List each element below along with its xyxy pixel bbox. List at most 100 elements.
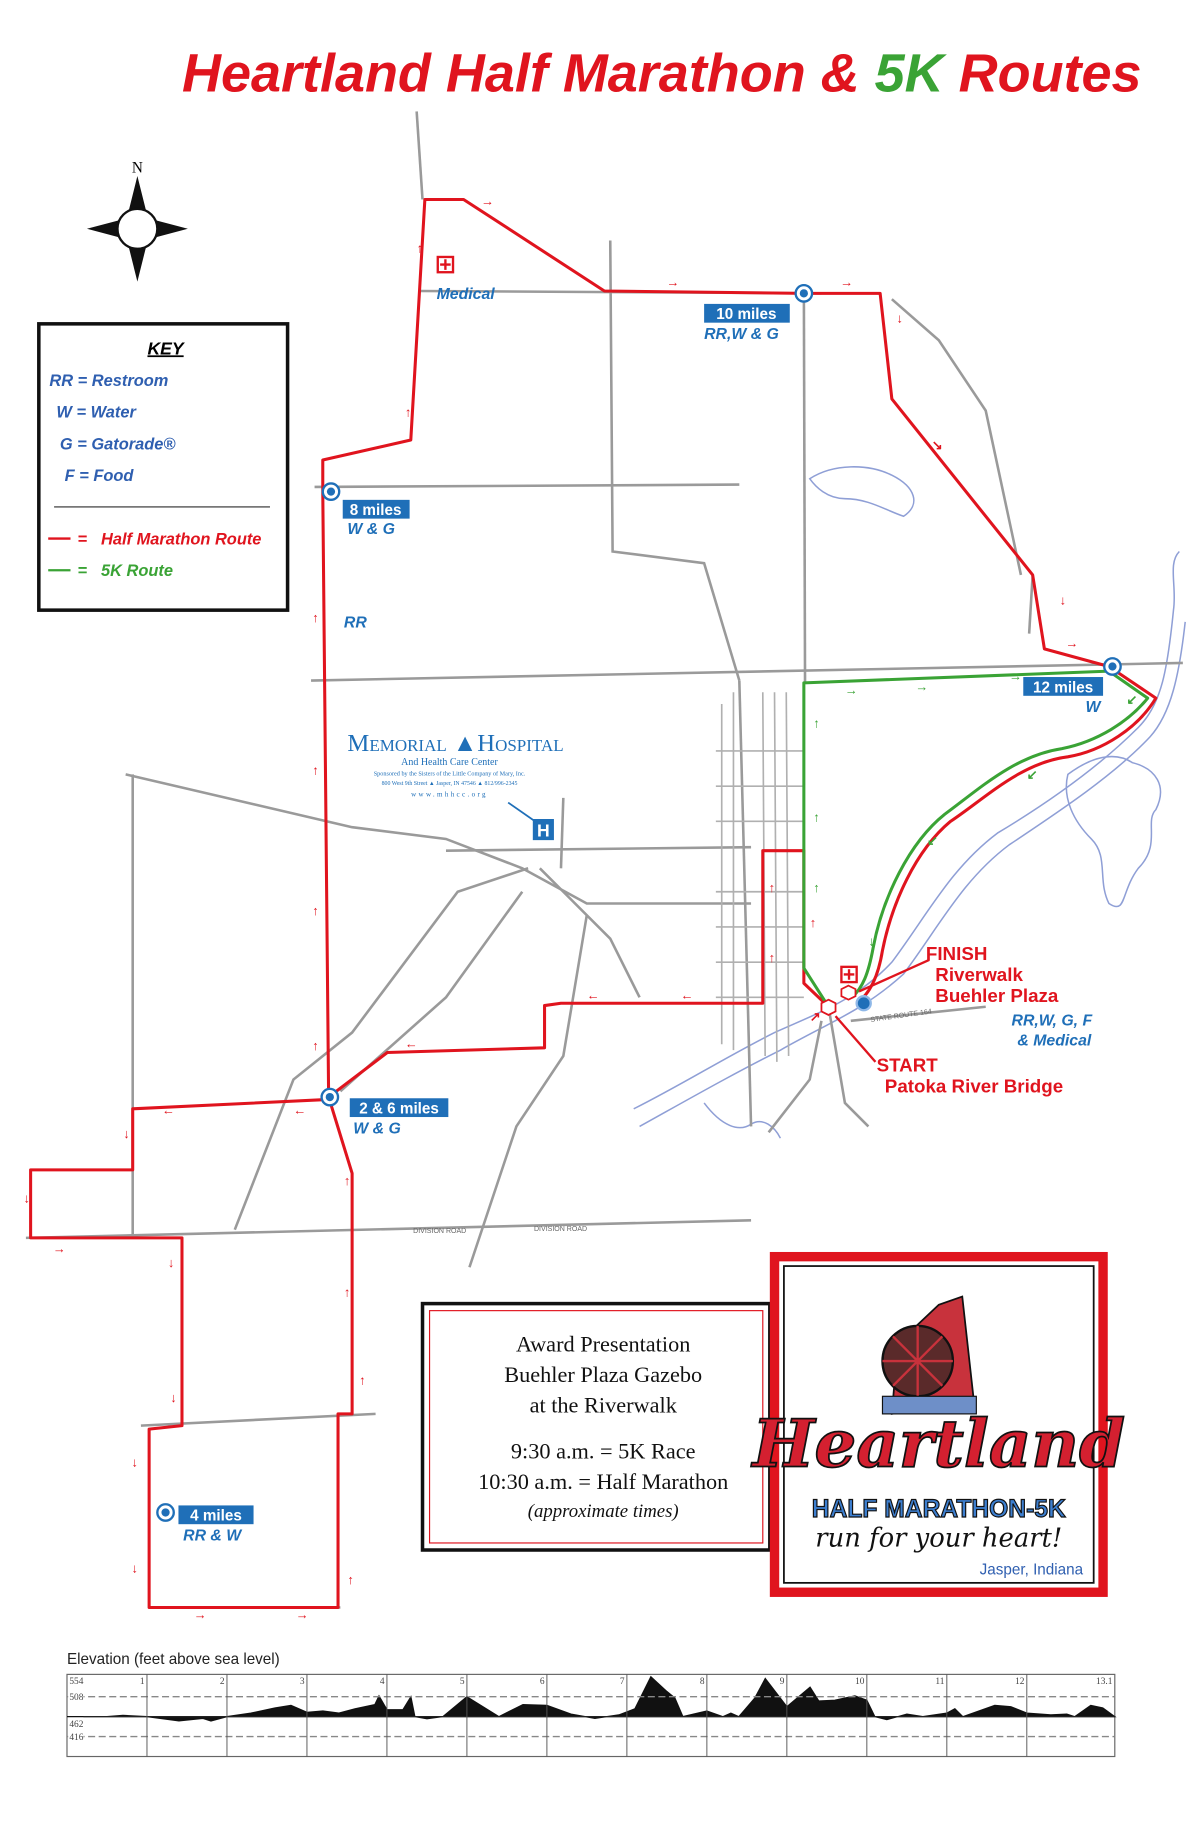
direction-arrow: ↑ (344, 1285, 350, 1300)
direction-arrow: → (53, 1241, 66, 1256)
award-presentation-box: Award Presentation Buehler Plaza Gazebo … (420, 1301, 772, 1552)
mile-tick-label: 9 (780, 1677, 785, 1687)
mile-marker-12: 12 miles W (1023, 657, 1122, 716)
svg-text:F = Food: F = Food (65, 467, 135, 485)
5k-direction-arrow: ↑ (813, 809, 819, 824)
svg-text:8 miles: 8 miles (350, 502, 402, 519)
5k-direction-arrow: ↙ (1127, 692, 1138, 707)
svg-text:at the Riverwalk: at the Riverwalk (530, 1393, 678, 1418)
direction-arrow: ↑ (312, 610, 318, 625)
route-direction-arrows: ↑↑→→→↓↘↓→↑↑↑↑↑↑↑↑→→↓↓↓↓→↓↓←←←←←↑↑↑↗↑↑↑→→… (24, 193, 1138, 1622)
svg-text:Buehler Plaza: Buehler Plaza (935, 985, 1059, 1006)
elevation-profile: Elevation (feet above sea level) 5545084… (66, 1651, 1117, 1758)
svg-text:=: = (78, 562, 88, 580)
direction-arrow: ↘ (932, 437, 943, 452)
svg-text:W: W (1085, 699, 1102, 716)
direction-arrow: → (667, 274, 680, 289)
key-item-restroom: RR = Restroom (49, 372, 168, 390)
svg-text:(approximate times): (approximate times) (528, 1501, 679, 1522)
direction-arrow: ↓ (132, 1455, 138, 1470)
direction-arrow: ↑ (312, 1038, 318, 1053)
svg-text:Buehler Plaza Gazebo: Buehler Plaza Gazebo (504, 1362, 702, 1387)
restroom-label: RR (344, 615, 367, 632)
half-marathon-route (29, 197, 1158, 1610)
direction-arrow: ↑ (810, 915, 816, 930)
key-route-5k: 5K Route (101, 562, 173, 580)
svg-text:800 West 9th Street ▲ Jasper,: 800 West 9th Street ▲ Jasper, IN 47546 ▲… (382, 781, 518, 787)
svg-text:W & G: W & G (347, 521, 394, 538)
mile-tick-label: 7 (620, 1677, 625, 1687)
svg-text:Patoka River Bridge: Patoka River Bridge (885, 1075, 1063, 1096)
svg-text:10:30 a.m. = Half Marathon: 10:30 a.m. = Half Marathon (478, 1469, 728, 1494)
svg-text:RR,W, G, F: RR,W, G, F (1012, 1013, 1094, 1030)
5k-direction-arrow: ↙ (927, 833, 938, 848)
svg-text:RR,W & G: RR,W & G (704, 326, 779, 343)
aid-station-icon (161, 1508, 170, 1517)
elevation-y-tick-bg (68, 1718, 84, 1729)
5k-direction-arrow: ↙ (1027, 767, 1038, 782)
direction-arrow: → (481, 193, 494, 208)
key-item-water: W = Water (56, 404, 137, 422)
5k-direction-arrow: ↑ (813, 715, 819, 730)
mile-tick-label: 2 (220, 1677, 225, 1687)
direction-arrow: ↓ (132, 1560, 138, 1575)
aid-station-icon (855, 995, 872, 1012)
direction-arrow: ← (587, 988, 600, 1003)
mile-tick-label: 13.1 (1096, 1677, 1113, 1687)
mile-marker-2-and-6: 2 & 6 miles W & G (320, 1087, 449, 1137)
key-item-food: F = Food (65, 467, 135, 485)
5k-direction-arrow: → (915, 679, 928, 694)
elevation-y-tick: 416 (69, 1733, 83, 1743)
svg-text:& Medical: & Medical (1017, 1032, 1091, 1049)
direction-arrow: ↑ (769, 880, 775, 895)
svg-text:9:30 a.m. = 5K Race: 9:30 a.m. = 5K Race (511, 1438, 696, 1463)
svg-text:=: = (78, 530, 88, 548)
start-label: START (877, 1054, 939, 1075)
elevation-area (66, 1675, 1117, 1722)
start-pointer (834, 1015, 877, 1063)
lake-north (808, 466, 915, 518)
finish-pointer (858, 958, 930, 993)
direction-arrow: ↑ (347, 1572, 353, 1587)
mile-tick-label: 1 (140, 1677, 145, 1687)
direction-arrow: ↓ (1060, 592, 1066, 607)
elevation-y-tick: 462 (69, 1720, 83, 1730)
5k-direction-arrow: → (1009, 669, 1022, 684)
5k-direction-arrow: ↑ (813, 880, 819, 895)
key-item-gatorade: G = Gatorade® (60, 435, 176, 453)
svg-text:H: H (537, 821, 550, 841)
direction-arrow: ↓ (168, 1255, 174, 1270)
mile-tick-label: 4 (380, 1677, 385, 1687)
direction-arrow: ← (162, 1103, 175, 1118)
direction-arrow: ↑ (417, 240, 423, 255)
direction-arrow: → (840, 274, 853, 289)
medical-station-north: Medical (437, 255, 496, 303)
svg-text:Heartland: Heartland (751, 1406, 1126, 1483)
mile-tick-label: 6 (540, 1677, 545, 1687)
state-route-label: STATE ROUTE 164 (870, 1008, 932, 1024)
direction-arrow: ↑ (359, 1373, 365, 1388)
mile-marker-8: 8 miles W & G (321, 482, 410, 538)
svg-text:RR & W: RR & W (183, 1528, 243, 1545)
mile-tick-label: 12 (1015, 1677, 1025, 1687)
svg-text:Memorial ▲Hospital: Memorial ▲Hospital (347, 730, 563, 757)
aid-station-icon (1108, 662, 1117, 671)
svg-text:HALF MARATHON-5K: HALF MARATHON-5K (812, 1496, 1066, 1523)
mile-tick-label: 5 (460, 1677, 465, 1687)
direction-arrow: → (194, 1607, 207, 1622)
start-marker-icon (820, 998, 837, 1016)
map-title: Heartland Half Marathon & 5K Routes (182, 44, 1142, 104)
division-road-label: DIVISION ROAD (413, 1228, 466, 1235)
svg-text:Medical: Medical (437, 286, 496, 303)
elevation-y-tick: 508 (69, 1693, 83, 1703)
direction-arrow: ↑ (344, 1173, 350, 1188)
mile-tick-label: 10 (855, 1677, 865, 1687)
map-key: KEY RR = Restroom W = Water G = Gatorade… (37, 322, 290, 612)
svg-text:12 miles: 12 miles (1033, 679, 1093, 696)
5k-direction-arrow: ↓ (868, 934, 874, 949)
direction-arrow: → (296, 1607, 309, 1622)
key-heading: KEY (147, 338, 185, 358)
svg-text:10 miles: 10 miles (716, 306, 776, 323)
elevation-y-tick-bg (68, 1691, 84, 1702)
